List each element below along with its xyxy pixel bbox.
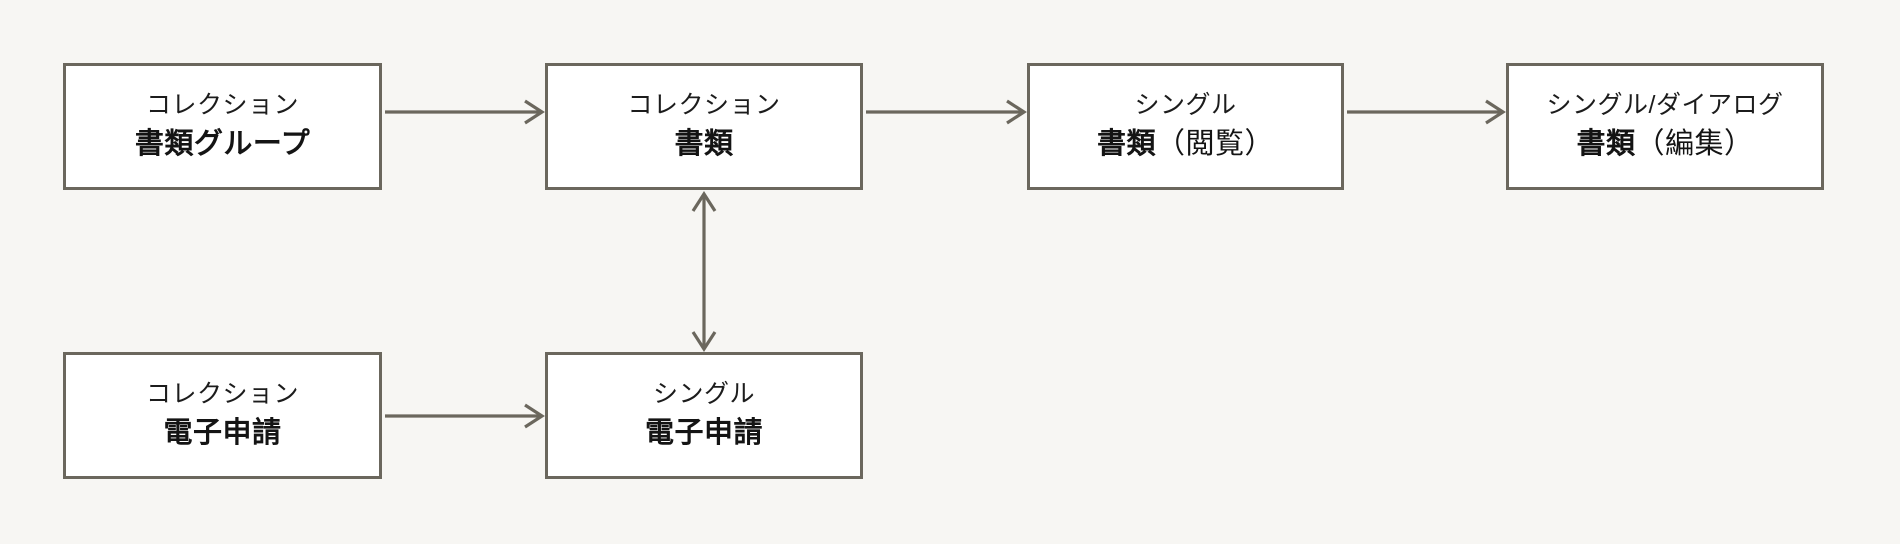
node-title-main: 電子申請 xyxy=(644,417,763,450)
edge-arrow xyxy=(1347,98,1506,126)
node-title-suffix: （閲覧） xyxy=(1156,128,1275,161)
node-document-group-collection[interactable]: コレクション書類グループ xyxy=(63,63,382,190)
node-document-single-edit[interactable]: シングル/ダイアログ書類（編集） xyxy=(1506,63,1824,190)
node-document-single-view[interactable]: シングル書類（閲覧） xyxy=(1027,63,1344,190)
node-title-label: 電子申請 xyxy=(163,415,281,452)
node-title-suffix: （編集） xyxy=(1635,128,1754,161)
node-application-single[interactable]: シングル電子申請 xyxy=(545,352,863,479)
node-title-label: 書類（編集） xyxy=(1576,126,1753,163)
node-title-label: 書類グループ xyxy=(135,126,310,163)
node-title-main: 書類グループ xyxy=(134,128,311,161)
node-title-main: 書類 xyxy=(674,128,734,161)
node-title-main: 書類 xyxy=(1576,128,1636,161)
node-kind-label: コレクション xyxy=(145,91,299,120)
node-title-label: 書類 xyxy=(674,126,733,163)
node-title-main: 書類 xyxy=(1096,128,1156,161)
edge-arrow xyxy=(385,402,545,430)
edge-bidirectional-arrow xyxy=(690,191,718,352)
node-kind-label: シングル xyxy=(1134,91,1237,120)
node-kind-label: シングル xyxy=(652,380,755,409)
node-document-collection[interactable]: コレクション書類 xyxy=(545,63,863,190)
edge-arrow xyxy=(866,98,1027,126)
node-kind-label: コレクション xyxy=(627,91,781,120)
node-kind-label: コレクション xyxy=(145,380,299,409)
node-kind-label: シングル/ダイアログ xyxy=(1546,91,1784,120)
node-title-label: 電子申請 xyxy=(645,415,763,452)
node-title-label: 書類（閲覧） xyxy=(1097,126,1274,163)
edge-arrow xyxy=(385,98,545,126)
node-application-collection[interactable]: コレクション電子申請 xyxy=(63,352,382,479)
node-title-main: 電子申請 xyxy=(163,417,282,450)
